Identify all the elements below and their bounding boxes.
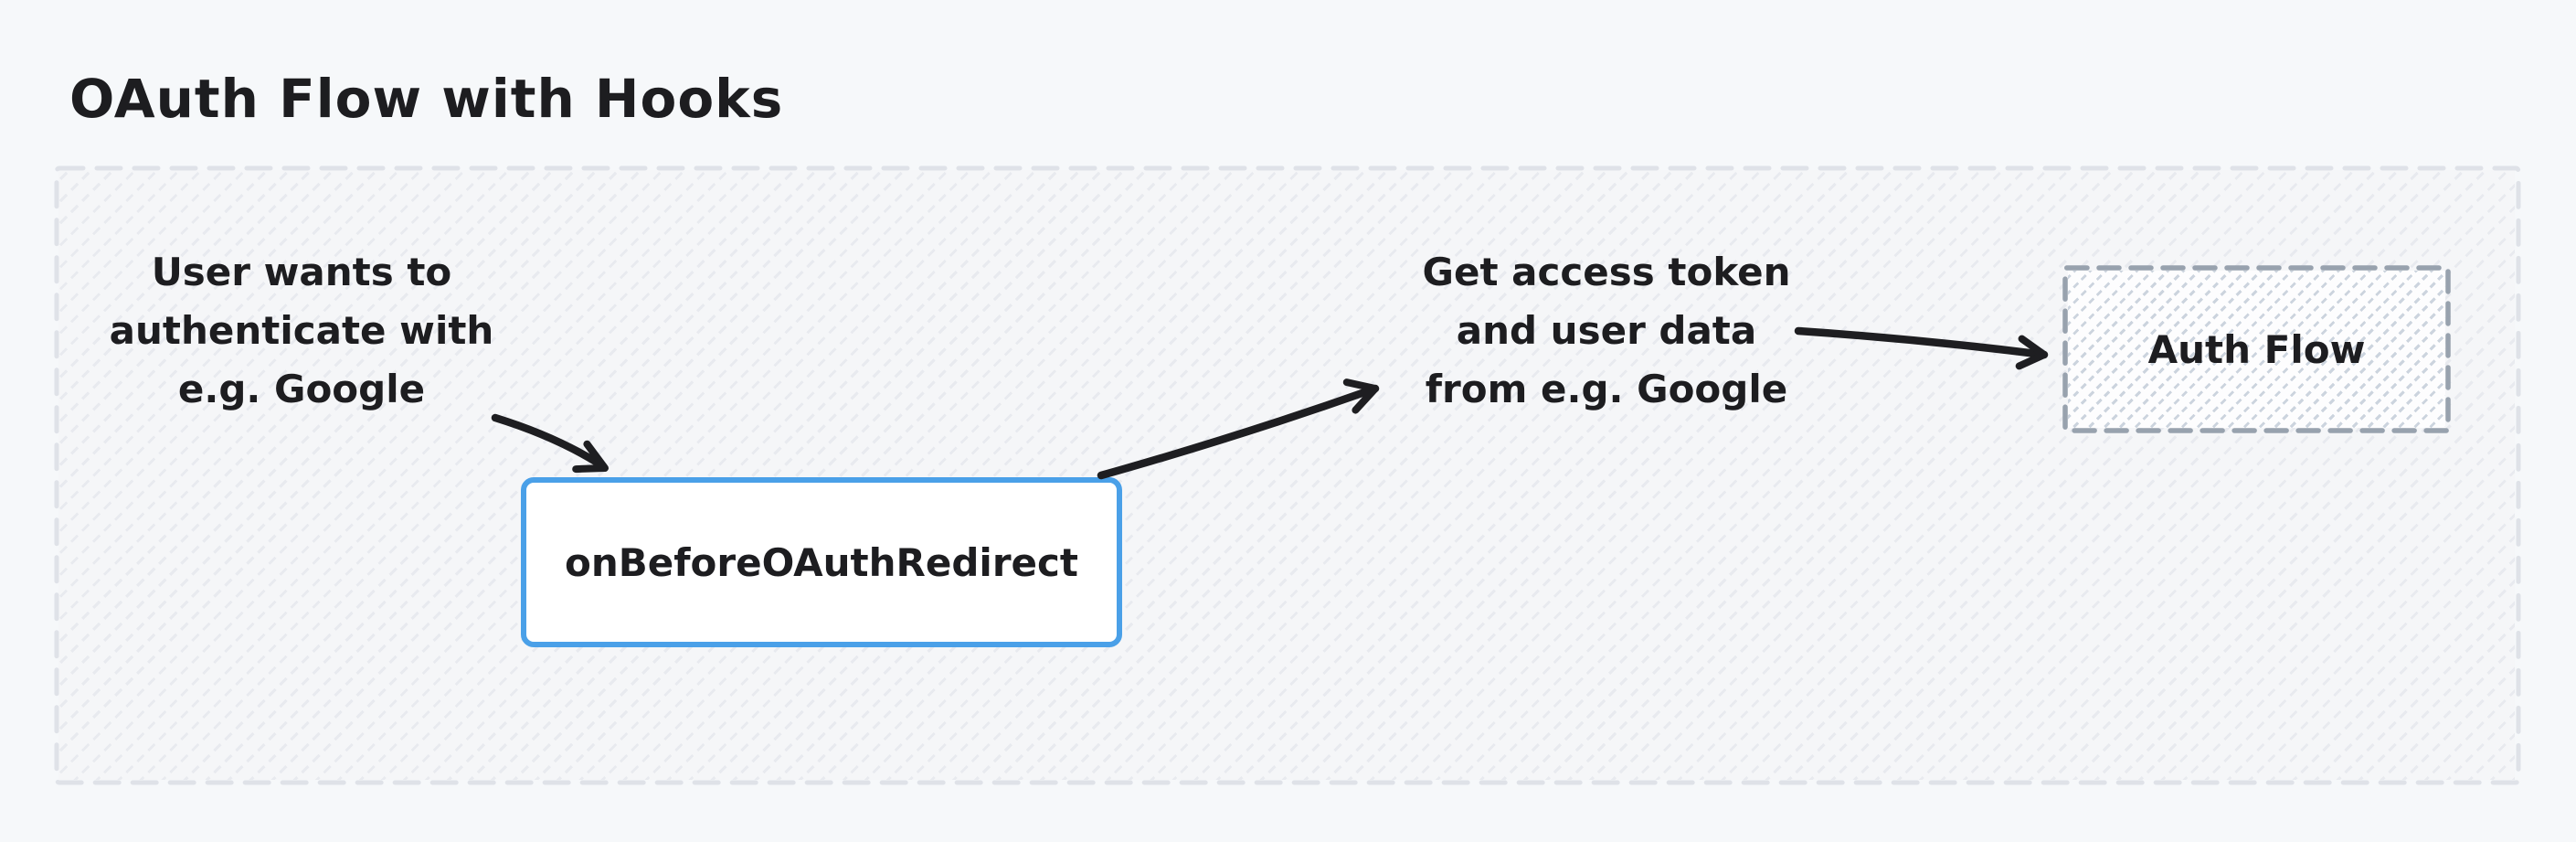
node-onbeforeoauthredirect-label: onBeforeOAuthRedirect	[565, 539, 1078, 585]
node-auth-flow-label: Auth Flow	[2147, 326, 2366, 372]
note-line: authenticate with	[109, 308, 494, 353]
note-user-authenticate: User wants to authenticate with e.g. Goo…	[82, 243, 521, 419]
note-line: Get access token	[1422, 250, 1791, 294]
note-line: and user data	[1456, 308, 1757, 353]
note-line: User wants to	[151, 250, 452, 294]
note-get-token: Get access token and user data from e.g.…	[1387, 243, 1826, 419]
node-auth-flow-border	[2062, 265, 2451, 433]
note-line: from e.g. Google	[1425, 367, 1788, 411]
note-line: e.g. Google	[177, 367, 426, 411]
node-auth-flow-fill	[2068, 271, 2445, 428]
edge-arrow-user-to-hook	[491, 413, 609, 474]
node-onbeforeoauthredirect[interactable]: onBeforeOAuthRedirect	[521, 477, 1122, 647]
edge-arrow-hook-to-token	[1097, 378, 1380, 480]
node-auth-flow[interactable]: Auth Flow	[2065, 268, 2448, 431]
diagram-title: OAuth Flow with Hooks	[69, 68, 784, 130]
edge-arrow-token-to-authflow	[1794, 326, 2049, 370]
